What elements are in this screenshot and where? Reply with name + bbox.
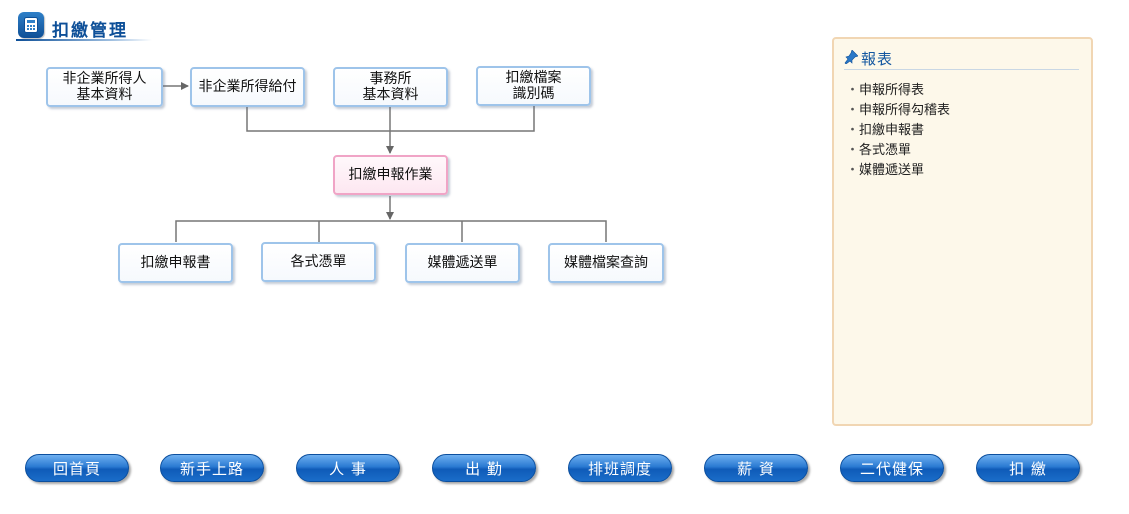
report-link-label: 各式憑單 (859, 143, 912, 158)
calculator-icon (18, 12, 44, 38)
bottom-split-line (175, 220, 607, 242)
report-link-income-reconciliation[interactable]: ・申報所得勾稽表 (846, 101, 950, 121)
report-list: ・申報所得表 ・申報所得勾稽表 ・扣繳申報書 ・各式憑單 ・媒體遞送單 (846, 81, 950, 181)
page-title: 扣繳管理 (52, 21, 128, 41)
bullet: ・ (846, 83, 860, 98)
bullet: ・ (846, 163, 860, 178)
flow-box-office-data[interactable]: 事務所 基本資料 (333, 67, 448, 107)
flow-box-label: 媒體檔案查詢 (564, 255, 648, 271)
flow-box-withholding-file-id[interactable]: 扣繳檔案 識別碼 (476, 66, 591, 106)
bullet: ・ (846, 103, 860, 118)
report-link-certificates[interactable]: ・各式憑單 (846, 141, 950, 161)
report-link-label: 媒體遞送單 (859, 163, 925, 178)
flow-box-label: 各式憑單 (290, 254, 347, 270)
flow-box-label: 扣繳申報書 (140, 255, 211, 271)
report-header: 報表 (844, 47, 1079, 70)
bullet: ・ (846, 143, 860, 158)
flow-box-media-transmittal[interactable]: 媒體遞送單 (405, 243, 520, 283)
nav-attendance-button[interactable]: 出 勤 (432, 454, 536, 482)
section-header: 扣繳管理 (16, 10, 152, 42)
report-link-income-report[interactable]: ・申報所得表 (846, 81, 950, 101)
flow-box-non-corp-payment[interactable]: 非企業所得給付 (190, 67, 305, 107)
nav-personnel-button[interactable]: 人 事 (296, 454, 400, 482)
flow-box-label: 事務所 基本資料 (362, 71, 419, 103)
flow-box-withholding-filing[interactable]: 扣繳申報作業 (333, 155, 448, 195)
nav-scheduling-button[interactable]: 排班調度 (568, 454, 672, 482)
title-underline (16, 39, 152, 41)
bullet: ・ (846, 123, 860, 138)
flow-connectors (163, 82, 607, 242)
flow-box-non-corp-payee-data[interactable]: 非企業所得人 基本資料 (46, 67, 163, 107)
nav-payroll-button[interactable]: 薪 資 (704, 454, 808, 482)
report-link-media-transmittal[interactable]: ・媒體遞送單 (846, 161, 950, 181)
nav-getting-started-button[interactable]: 新手上路 (160, 454, 264, 482)
nav-withholding-button[interactable]: 扣 繳 (976, 454, 1080, 482)
flow-box-label: 扣繳檔案 識別碼 (505, 70, 562, 102)
flow-box-withholding-return[interactable]: 扣繳申報書 (118, 243, 233, 283)
report-link-withholding-return[interactable]: ・扣繳申報書 (846, 121, 950, 141)
flow-box-certificates[interactable]: 各式憑單 (261, 242, 376, 282)
pushpin-icon (844, 50, 858, 64)
report-panel: 報表 ・申報所得表 ・申報所得勾稽表 ・扣繳申報書 ・各式憑單 ・媒體遞送單 (832, 37, 1093, 426)
report-link-label: 扣繳申報書 (859, 123, 925, 138)
report-link-label: 申報所得表 (859, 83, 925, 98)
flow-box-label: 非企業所得給付 (198, 79, 297, 95)
nav-home-button[interactable]: 回首頁 (25, 454, 129, 482)
report-title: 報表 (861, 50, 894, 68)
report-link-label: 申報所得勾稽表 (859, 103, 951, 118)
flow-box-label: 非企業所得人 基本資料 (62, 71, 147, 103)
flow-box-label: 媒體遞送單 (427, 255, 498, 271)
flow-box-label: 扣繳申報作業 (348, 167, 433, 183)
nav-nhi-supplement-button[interactable]: 二代健保 (840, 454, 944, 482)
flow-box-media-file-query[interactable]: 媒體檔案查詢 (548, 243, 664, 283)
